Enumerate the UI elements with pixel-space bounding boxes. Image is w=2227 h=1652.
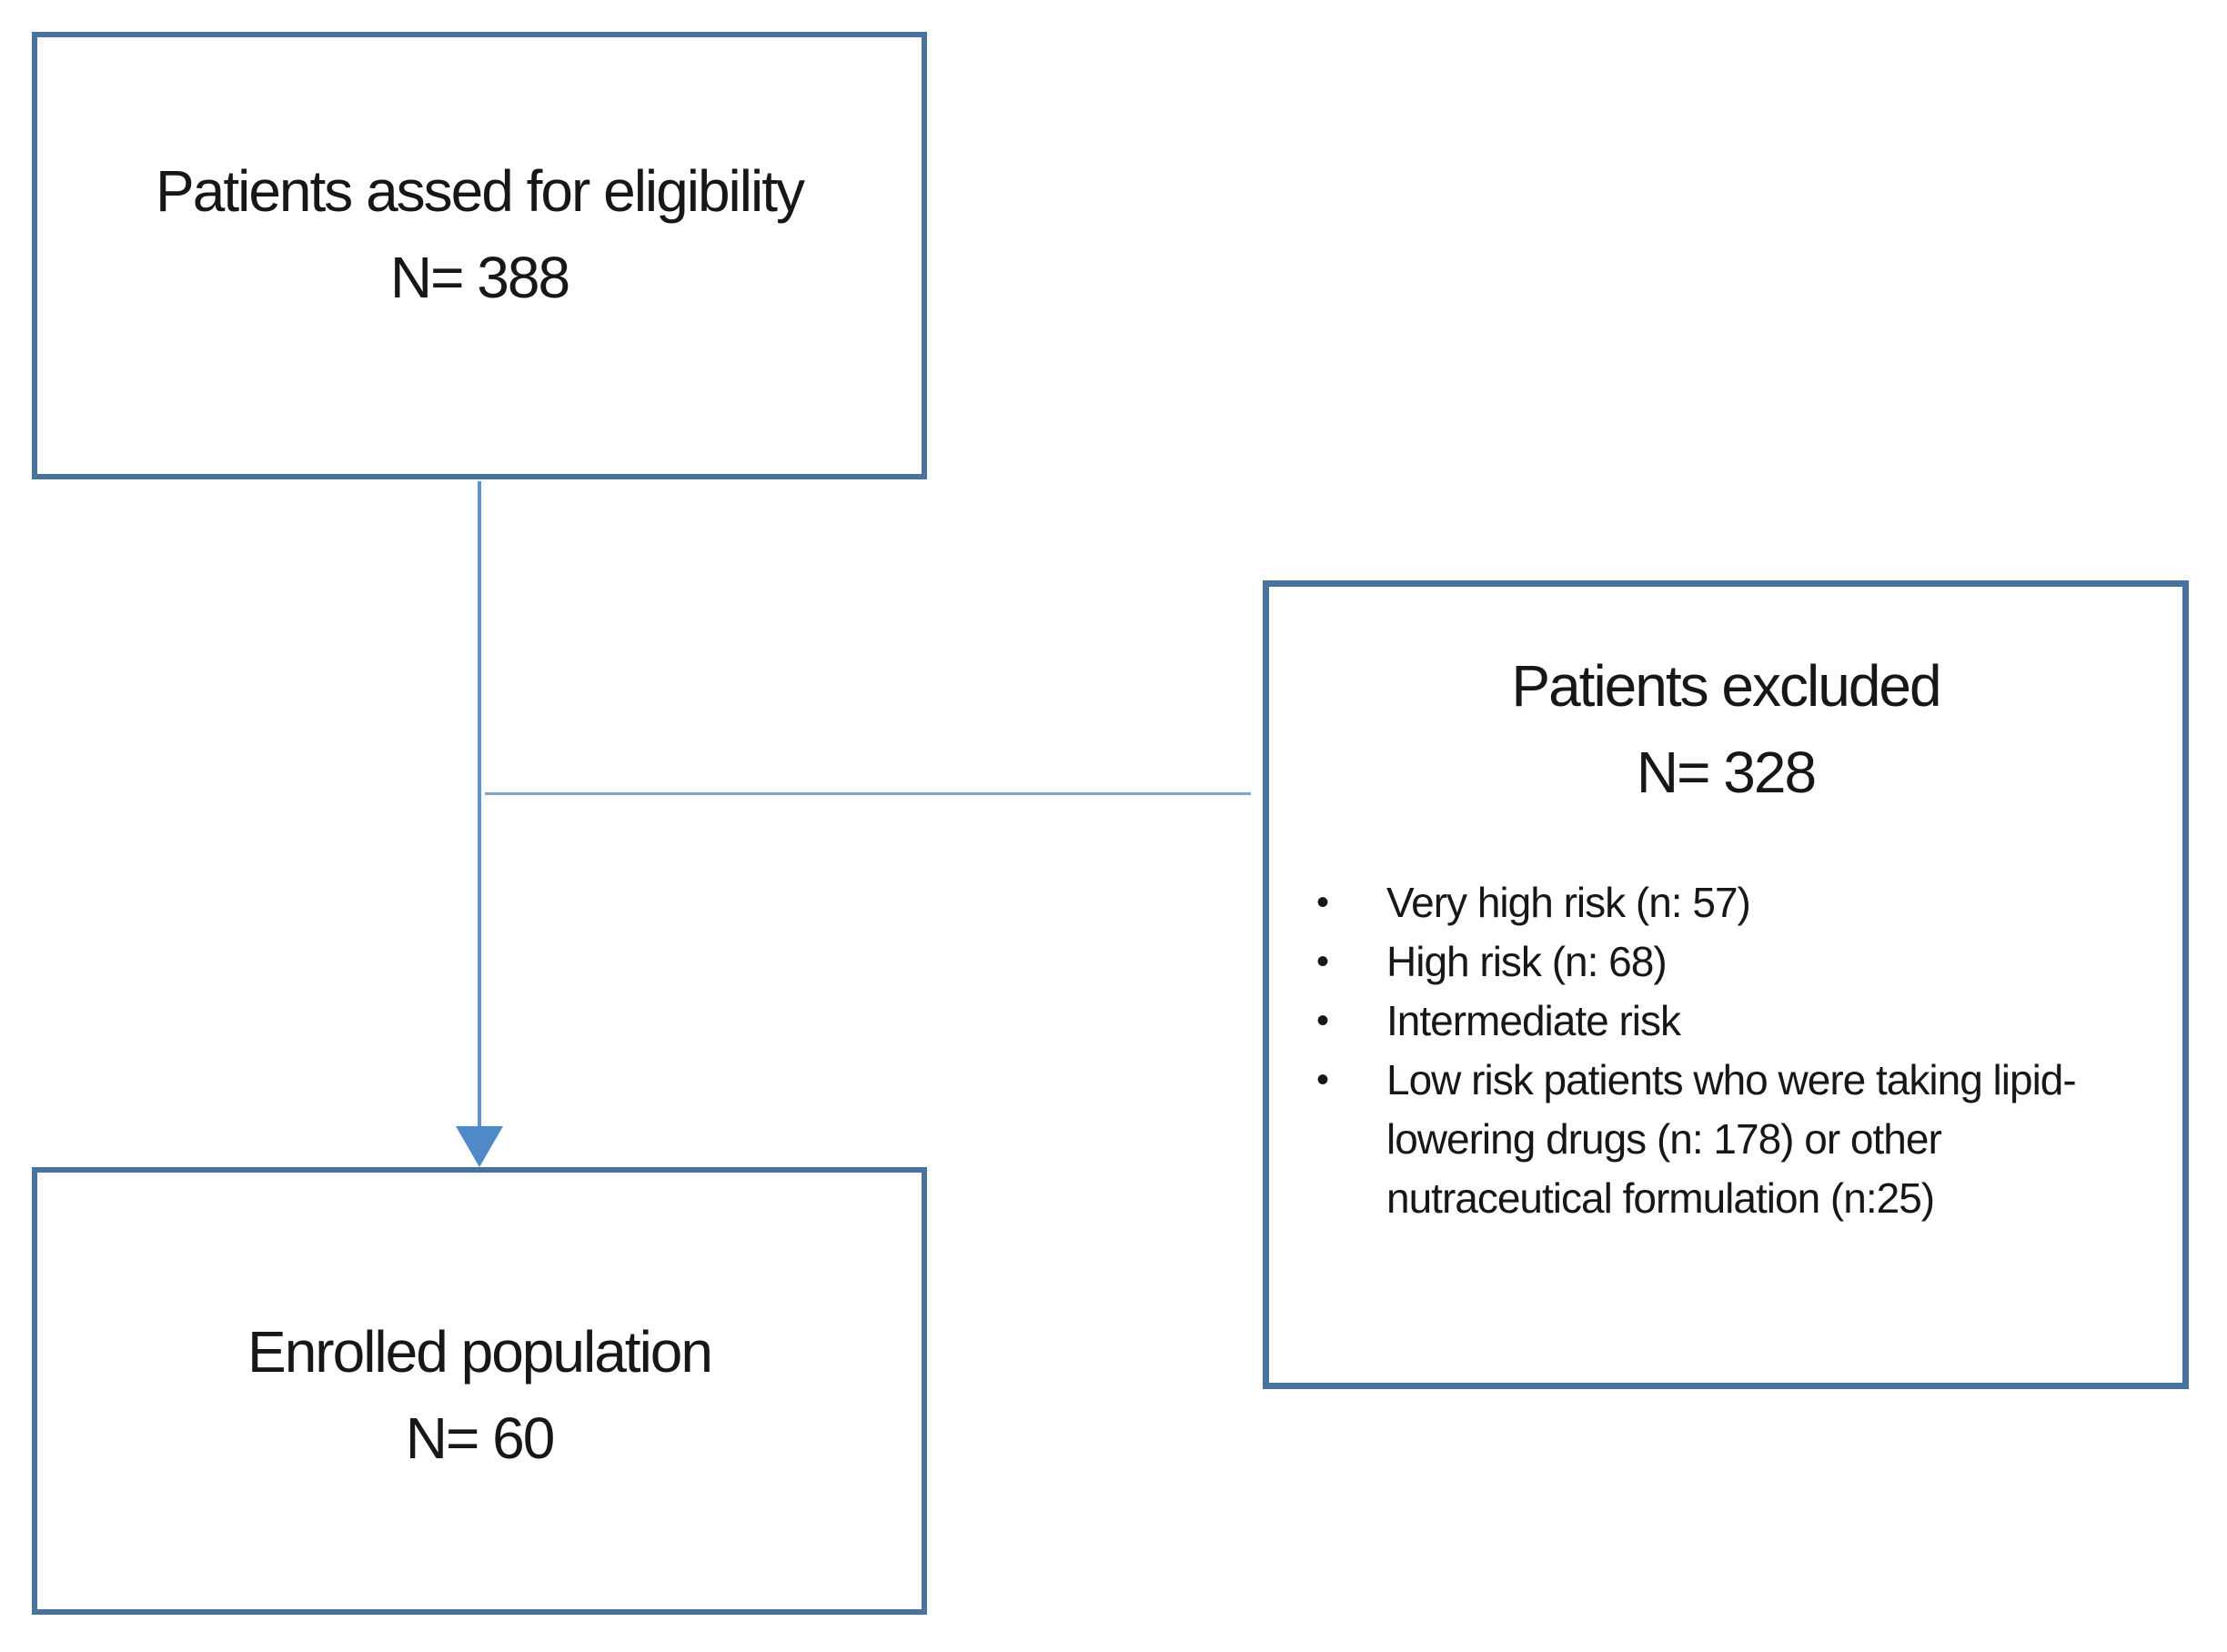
excluded-title: Patients excluded [1511,653,1941,719]
list-item: • Low risk patients who were taking lipi… [1304,1051,2159,1228]
enrolled-box-text: Enrolled population N= 60 [37,1309,922,1482]
excluded-box: Patients excluded N= 328 • Very high ris… [1263,580,2189,1389]
connector-vertical-line [478,481,481,1128]
exclusion-reason-text: Intermediate risk [1386,997,1681,1044]
exclusion-reason-text: Very high risk (n: 57) [1386,879,1751,926]
assessed-n-label: N= 388 [389,245,570,310]
assessed-title: Patients assed for eligibility [156,158,805,224]
enrolled-n-label: N= 60 [405,1405,556,1471]
connector-horizontal-line [485,792,1251,795]
assessed-box: Patients assed for eligibility N= 388 [32,32,927,479]
bullet-icon: • [1316,1001,1329,1041]
bullet-icon: • [1316,882,1329,922]
exclusion-reason-text: Low risk patients who were taking lipid-… [1386,1056,2077,1222]
excluded-box-text: Patients excluded N= 328 [1269,643,2182,816]
enrolled-box: Enrolled population N= 60 [32,1167,927,1615]
list-item: • Very high risk (n: 57) [1304,873,2159,932]
list-item: • High risk (n: 68) [1304,932,2159,992]
excluded-n-label: N= 328 [1636,740,1817,805]
assessed-box-text: Patients assed for eligibility N= 388 [37,148,922,321]
arrow-down-icon [456,1126,503,1167]
exclusion-reasons-list: • Very high risk (n: 57) • High risk (n:… [1304,873,2159,1228]
list-item: • Intermediate risk [1304,992,2159,1051]
bullet-icon: • [1316,942,1329,982]
bullet-icon: • [1316,1060,1329,1100]
enrolled-title: Enrolled population [247,1319,713,1385]
exclusion-reason-text: High risk (n: 68) [1386,938,1668,985]
